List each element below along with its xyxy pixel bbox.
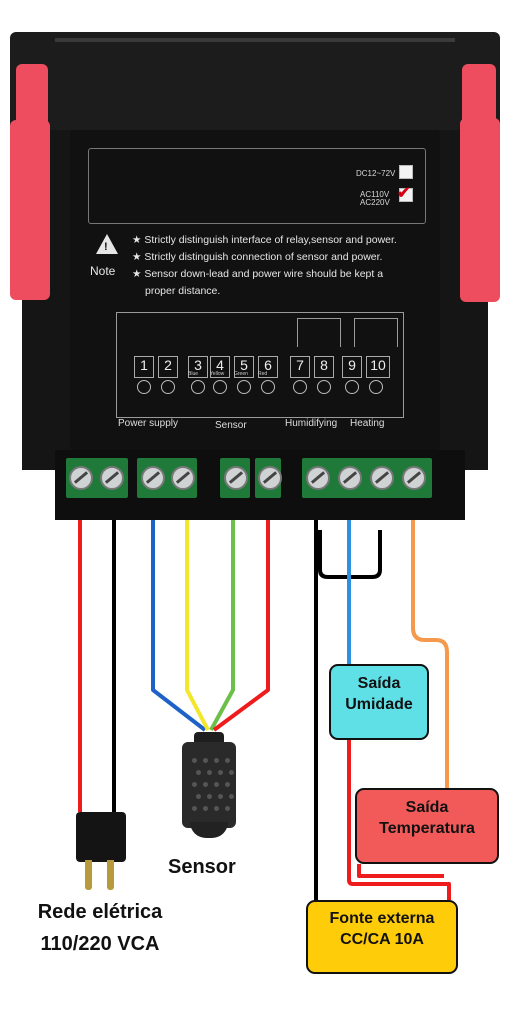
voltage-selector-box xyxy=(88,148,426,224)
terminal-number-10: 10 xyxy=(366,356,390,378)
terminal-diagram-screw-icon xyxy=(293,380,307,394)
callout-saida-temperatura: Saída Temperatura xyxy=(355,788,499,864)
sensor-vent-hole xyxy=(214,782,219,787)
wire-sensor-blue xyxy=(151,520,207,732)
relay-heating-outline xyxy=(354,318,398,347)
terminal-wire-color-5: Green xyxy=(234,371,248,377)
sensor-vent-hole xyxy=(192,782,197,787)
sensor-vent-hole xyxy=(196,770,201,775)
sensor-vent-hole xyxy=(196,794,201,799)
callout-saida-umidade: Saída Umidade xyxy=(329,664,429,740)
terminal-number-4: 4 xyxy=(210,356,230,378)
sensor-vent-hole xyxy=(203,782,208,787)
caption-sensor: Sensor xyxy=(168,856,236,878)
sensor-probe-tab xyxy=(190,822,228,838)
sensor-vent-hole xyxy=(225,782,230,787)
terminal-diagram-screw-icon xyxy=(191,380,205,394)
group-label-humidifying: Humidifying xyxy=(285,418,338,429)
terminal-diagram-screw-icon xyxy=(317,380,331,394)
screw-icon xyxy=(402,466,426,490)
sensor-vent-hole xyxy=(218,794,223,799)
plug-pin-right xyxy=(107,860,114,890)
voltage-option-ac: AC110V AC220V xyxy=(360,190,390,207)
sensor-vent-hole xyxy=(207,794,212,799)
screw-icon xyxy=(171,466,195,490)
warning-triangle-icon xyxy=(96,234,118,254)
sensor-vent-hole xyxy=(192,758,197,763)
terminal-wire-color-6: Red xyxy=(258,371,268,377)
terminal-number-5: 5 xyxy=(234,356,254,378)
screw-icon xyxy=(370,466,394,490)
screw-icon xyxy=(338,466,362,490)
terminal-wire-color-3: Blue xyxy=(188,371,199,377)
terminal-number-3: 3 xyxy=(188,356,208,378)
screw-icon xyxy=(224,466,248,490)
group-label-sensor: Sensor xyxy=(215,420,247,431)
terminal-diagram-screw-icon xyxy=(137,380,151,394)
terminal-number-7: 7 xyxy=(290,356,310,378)
mount-clip-left-top xyxy=(16,64,48,124)
terminal-number-8: 8 xyxy=(314,356,334,378)
mount-clip-right-top xyxy=(462,64,496,124)
wire-sensor-green xyxy=(209,520,235,731)
callout-fonte-externa: Fonte externa CC/CA 10A xyxy=(306,900,458,974)
note-line-2: ★ Strictly distinguish connection of sen… xyxy=(132,251,383,263)
screw-icon xyxy=(69,466,93,490)
terminal-diagram-screw-icon xyxy=(261,380,275,394)
sensor-vent-hole xyxy=(225,758,230,763)
mount-clip-left xyxy=(10,120,50,300)
wire-heating-orange xyxy=(411,520,449,790)
terminal-number-9: 9 xyxy=(342,356,362,378)
voltage-checkbox-dc xyxy=(399,165,413,179)
screw-icon xyxy=(306,466,330,490)
rear-label-panel xyxy=(70,130,440,450)
sensor-vent-hole xyxy=(203,806,208,811)
terminal-wire-color-4: Yellow xyxy=(210,371,225,377)
mount-clip-right xyxy=(460,118,500,302)
note-line-3: ★ Sensor down-lead and power wire should… xyxy=(132,268,384,280)
checkmark-icon: ✔ xyxy=(397,185,411,202)
voltage-checkbox-ac xyxy=(399,188,413,202)
sensor-vent-hole xyxy=(192,806,197,811)
sensor-vent-hole xyxy=(214,758,219,763)
note-line-4: proper distance. xyxy=(145,285,221,297)
screw-icon xyxy=(141,466,165,490)
wire-return-red-2 xyxy=(357,864,444,878)
terminal-diagram-screw-icon xyxy=(345,380,359,394)
wire-sensor-yellow xyxy=(185,520,210,731)
terminal-number-2: 2 xyxy=(158,356,178,378)
note-line-1: ★ Strictly distinguish interface of rela… xyxy=(132,234,397,246)
terminal-diagram-screw-icon xyxy=(161,380,175,394)
plug-pin-left xyxy=(85,860,92,890)
terminal-number-1: 1 xyxy=(134,356,154,378)
terminal-diagram-screw-icon xyxy=(213,380,227,394)
sensor-vent-hole xyxy=(214,806,219,811)
device-top-housing xyxy=(10,32,500,132)
sensor-vent-hole xyxy=(207,770,212,775)
terminal-diagram-screw-icon xyxy=(369,380,383,394)
note-label: Note xyxy=(90,264,116,278)
terminal-number-6: 6 xyxy=(258,356,278,378)
device-top-edge xyxy=(55,38,455,42)
voltage-option-dc: DC12~72V xyxy=(356,169,396,178)
power-plug-icon xyxy=(76,812,126,862)
sensor-vent-hole xyxy=(225,806,230,811)
group-label-power: Power supply xyxy=(118,418,179,429)
sensor-vent-hole xyxy=(203,758,208,763)
exclamation-icon: ! xyxy=(104,241,108,253)
sensor-vent-hole xyxy=(218,770,223,775)
sensor-vent-hole xyxy=(229,770,234,775)
terminal-diagram-outline xyxy=(116,312,404,418)
wire-sensor-red xyxy=(212,520,270,732)
caption-rede-eletrica: Rede elétrica 110/220 VCA xyxy=(37,901,163,955)
terminal-diagram-screw-icon xyxy=(237,380,251,394)
relay-humidifying-outline xyxy=(297,318,341,347)
sensor-vent-hole xyxy=(229,794,234,799)
screw-icon xyxy=(100,466,124,490)
group-label-heating: Heating xyxy=(350,418,385,429)
wire-return-red-1 xyxy=(347,740,451,900)
screw-icon xyxy=(258,466,282,490)
